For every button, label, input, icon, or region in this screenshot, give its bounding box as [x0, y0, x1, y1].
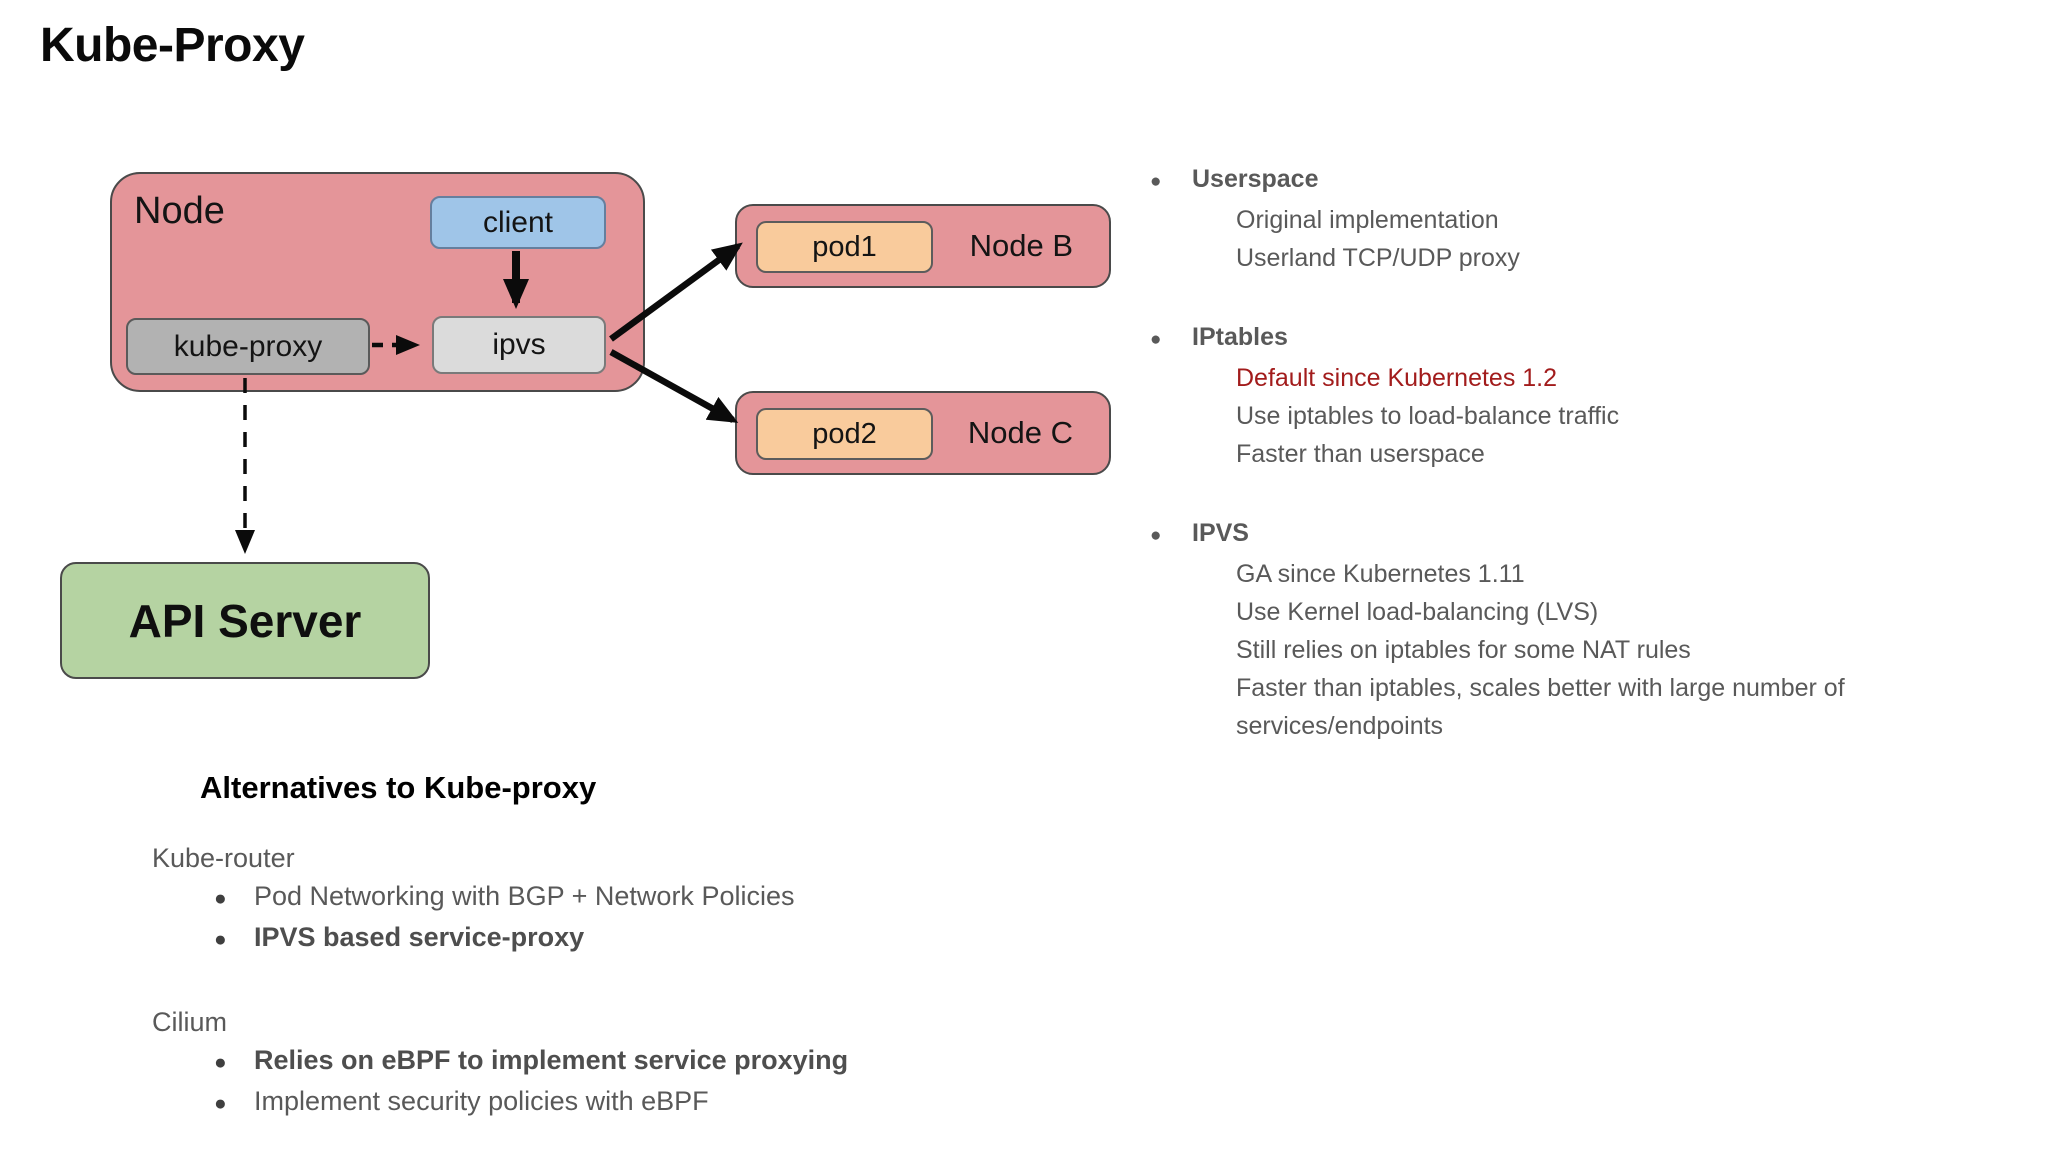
node-a-box: Node client kube-proxy ipvs: [110, 172, 645, 392]
pod1-box: pod1: [756, 221, 933, 273]
api-server-box: API Server: [60, 562, 430, 679]
proxy-modes-list: ● Userspace Original implementation User…: [1150, 160, 2030, 786]
mode-item: Faster than iptables, scales better with…: [1236, 674, 1845, 740]
pod2-box: pod2: [756, 408, 933, 460]
bullet-icon: ●: [214, 928, 227, 951]
mode-iptables: ● IPtables Default since Kubernetes 1.2 …: [1150, 318, 2030, 473]
node-a-label: Node: [134, 190, 225, 232]
alt-group-cilium: Cilium ● Relies on eBPF to implement ser…: [152, 1003, 952, 1123]
alt-item: ● Pod Networking with BGP + Network Poli…: [152, 877, 952, 918]
mode-ipvs: ● IPVS GA since Kubernetes 1.11 Use Kern…: [1150, 514, 2030, 745]
mode-item: Use iptables to load-balance traffic: [1236, 402, 1620, 430]
alternatives-heading: Alternatives to Kube-proxy: [200, 770, 597, 805]
node-b-label: Node B: [969, 228, 1073, 263]
client-box: client: [430, 196, 606, 249]
alt-group-kube-router: Kube-router ● Pod Networking with BGP + …: [152, 839, 952, 959]
bullet-icon: ●: [1150, 329, 1162, 350]
bullet-icon: ●: [1150, 525, 1162, 546]
mode-item: Userland TCP/UDP proxy: [1236, 244, 1520, 272]
node-c-label: Node C: [967, 415, 1073, 450]
alt-group-name: Cilium: [152, 1007, 228, 1037]
mode-item: Use Kernel load-balancing (LVS): [1236, 598, 1599, 626]
alt-item: ● Implement security policies with eBPF: [152, 1082, 952, 1123]
mode-heading: IPVS: [1192, 519, 1249, 547]
mode-heading: IPtables: [1192, 323, 1288, 351]
bullet-icon: ●: [214, 887, 227, 910]
bullet-icon: ●: [214, 1051, 227, 1074]
mode-item: Still relies on iptables for some NAT ru…: [1236, 636, 1691, 664]
mode-item: Faster than userspace: [1236, 440, 1485, 468]
node-b-box: pod1 Node B: [735, 204, 1111, 288]
mode-userspace: ● Userspace Original implementation User…: [1150, 160, 2030, 277]
page-title: Kube-Proxy: [40, 19, 305, 72]
mode-item: GA since Kubernetes 1.11: [1236, 560, 1525, 588]
bullet-icon: ●: [214, 1092, 227, 1115]
alt-item: ● Relies on eBPF to implement service pr…: [152, 1041, 952, 1082]
kube-proxy-box: kube-proxy: [126, 318, 370, 375]
alt-group-name: Kube-router: [152, 843, 295, 873]
mode-heading: Userspace: [1192, 165, 1319, 193]
alt-item: ● IPVS based service-proxy: [152, 918, 952, 959]
ipvs-box: ipvs: [432, 316, 606, 374]
node-c-box: pod2 Node C: [735, 391, 1111, 475]
alternatives-section: Alternatives to Kube-proxy Kube-router ●…: [152, 770, 952, 1123]
bullet-icon: ●: [1150, 171, 1162, 192]
mode-item-highlighted: Default since Kubernetes 1.2: [1236, 364, 1558, 392]
mode-item: Original implementation: [1236, 206, 1499, 234]
